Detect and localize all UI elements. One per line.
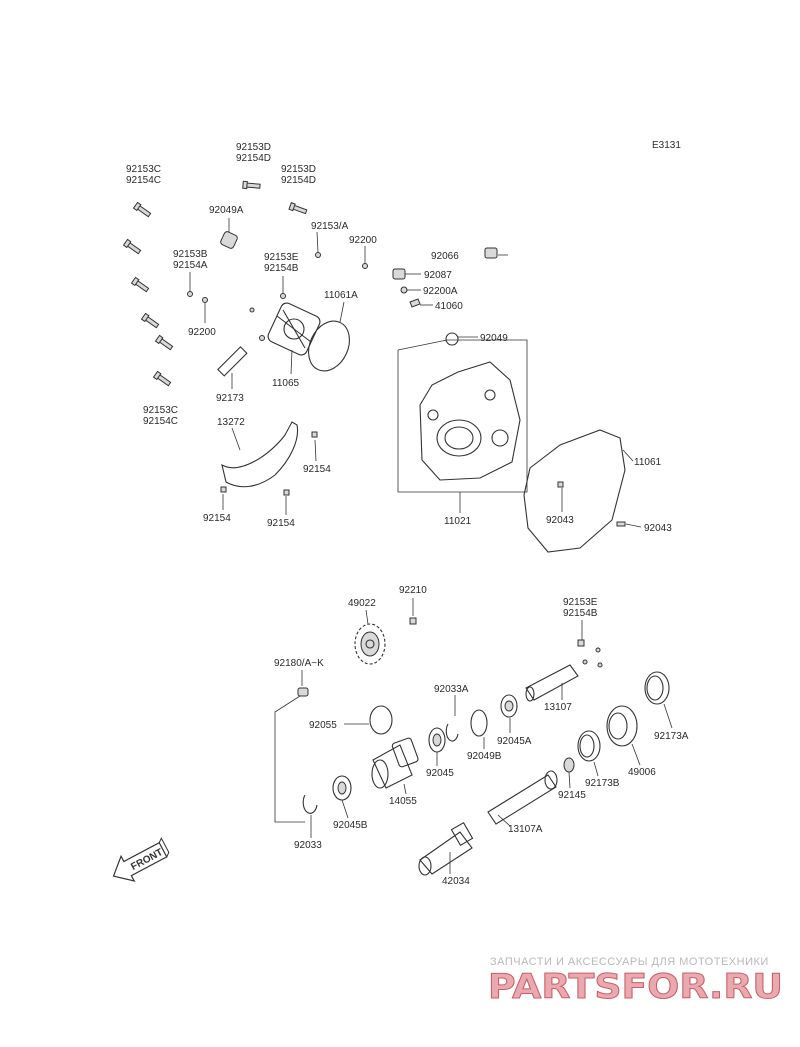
nut-92210	[409, 617, 417, 625]
watermark-logo: PARTSFOR.RU	[488, 967, 783, 1007]
label-92045A: 92045A	[497, 736, 532, 747]
label-42034: 42034	[442, 876, 470, 887]
label-92153D: 92153D	[236, 142, 271, 153]
shaft-13107A	[487, 770, 558, 825]
housing-14055	[371, 737, 419, 789]
spring-92145	[563, 757, 575, 773]
clamp-92173B	[577, 730, 601, 762]
label-92043: 92043	[546, 515, 574, 526]
label-92153B: 92153B	[173, 249, 208, 260]
label-92173B: 92173B	[585, 778, 620, 789]
bolt-set-left	[122, 180, 368, 387]
label-11061A: 11061A	[324, 290, 358, 301]
label-92033A: 92033A	[434, 684, 469, 695]
label-49022: 49022	[348, 598, 376, 609]
shim-92180	[297, 687, 309, 697]
cover-11065	[267, 302, 321, 356]
label-92154A: 92154A	[173, 260, 208, 271]
front-arrow-icon: FRONT	[112, 837, 170, 882]
label-92045B: 92045B	[333, 820, 368, 831]
label-49006: 49006	[628, 767, 656, 778]
label-92154D: 92154D	[236, 153, 271, 164]
gasket-11061	[523, 429, 626, 553]
label-92173A: 92173A	[654, 731, 689, 742]
joint-42034	[418, 821, 474, 876]
label-92180: 92180/A~K	[274, 658, 324, 669]
circlip-92033	[302, 794, 318, 814]
label-92049B: 92049B	[467, 751, 502, 762]
label-92153E: 92153E	[264, 252, 299, 263]
boot-49006	[606, 705, 638, 747]
shaft-13107	[525, 639, 603, 702]
label-92154C: 92154C	[126, 175, 161, 186]
gear-49022	[354, 623, 386, 665]
clamp-92173	[217, 346, 248, 377]
label-92145: 92145	[558, 790, 586, 801]
label-92173: 92173	[216, 393, 244, 404]
label-92200: 92200	[349, 235, 377, 246]
grommet-92049A	[220, 231, 238, 249]
label-13107: 13107	[544, 702, 572, 713]
washer-92049B	[470, 709, 488, 737]
label-92049A: 92049A	[209, 205, 244, 216]
label-92154B: 92154B	[563, 608, 598, 619]
clamp-92173A	[644, 671, 670, 705]
label-92154: 92154	[303, 464, 331, 475]
label-92200A: 92200A	[423, 286, 458, 297]
label-11061: 11061	[634, 457, 662, 468]
label-41060: 41060	[435, 301, 463, 312]
label-92049: 92049	[480, 333, 508, 344]
label-11021: 11021	[444, 516, 472, 527]
label-92087: 92087	[424, 270, 452, 281]
label-13107A: 13107A	[508, 824, 543, 835]
label-11065: 11065	[272, 378, 300, 389]
bearing-92045	[428, 727, 446, 753]
label-13272: 13272	[217, 417, 245, 428]
label-92153C: 92153C	[143, 405, 178, 416]
label-92033: 92033	[294, 840, 322, 851]
fittings-upper-right	[392, 247, 498, 346]
diagram-code: E3131	[652, 140, 681, 151]
watermark-tagline: ЗАПЧАСТИ И АКСЕССУАРЫ ДЛЯ МОТОТЕХНИКИ	[490, 956, 769, 968]
label-92153D: 92153D	[281, 164, 316, 175]
label-92154C: 92154C	[143, 416, 178, 427]
crankcase-cover-11021	[397, 339, 528, 493]
label-92066: 92066	[431, 251, 459, 262]
circlip-92033A	[445, 723, 459, 742]
label-92043: 92043	[644, 523, 672, 534]
label-92210: 92210	[399, 585, 427, 596]
label-92153-A: 92153/A	[311, 221, 349, 232]
bearing-92045A	[500, 694, 518, 718]
plate-13272	[221, 421, 299, 488]
oring-92055	[369, 705, 393, 735]
label-92154B: 92154B	[264, 263, 299, 274]
label-92153E: 92153E	[563, 597, 598, 608]
label-92045: 92045	[426, 768, 454, 779]
label-14055: 14055	[389, 796, 417, 807]
label-92154: 92154	[203, 513, 231, 524]
label-92154D: 92154D	[281, 175, 316, 186]
gasket-11061A	[308, 320, 350, 372]
label-92153C: 92153C	[126, 164, 161, 175]
watermark: ЗАПЧАСТИ И АКСЕССУАРЫ ДЛЯ МОТОТЕХНИКИ PA…	[488, 956, 784, 1008]
label-92154: 92154	[267, 518, 295, 529]
leader-lines	[189, 218, 673, 874]
label-92055: 92055	[309, 720, 337, 731]
bearing-92045B	[332, 775, 352, 801]
label-92200: 92200	[188, 327, 216, 338]
